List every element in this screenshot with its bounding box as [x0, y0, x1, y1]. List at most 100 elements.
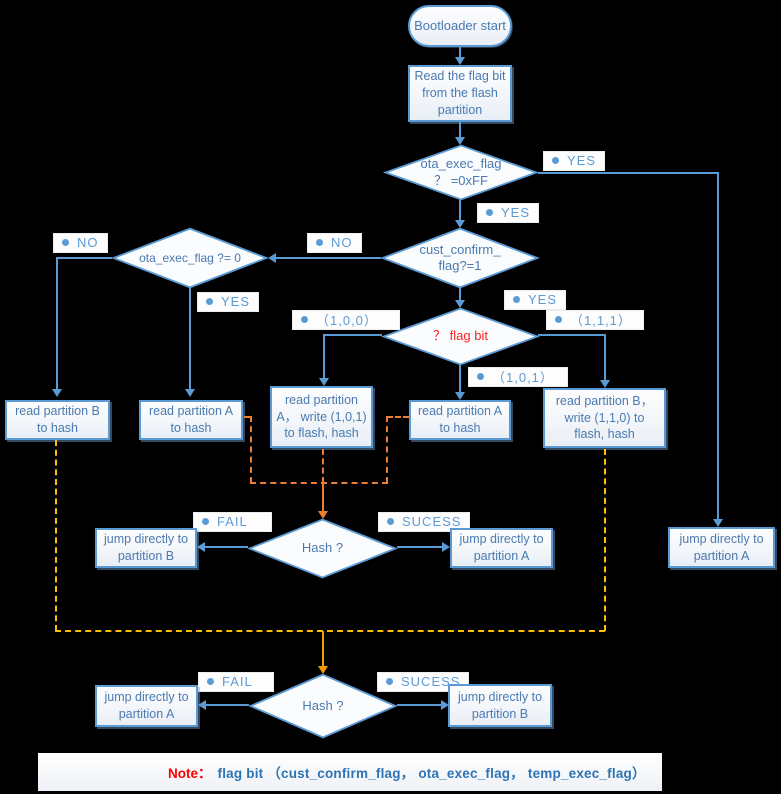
bullet-icon	[301, 316, 308, 323]
bullet-icon	[316, 239, 323, 246]
diamond-shape	[381, 228, 539, 288]
node-read-partition-a-hash-2: read partition A to hash	[409, 400, 511, 440]
arrowhead-right-icon	[442, 542, 450, 552]
branch-label-101: （1,0,1）	[468, 367, 568, 387]
node-label: read partition A， write (1,0,1) to flash…	[276, 392, 367, 441]
branch-label-yes: YES	[543, 151, 606, 171]
arrowhead-right-icon	[441, 700, 449, 710]
arrowhead-down-icon	[455, 392, 465, 400]
connector	[322, 631, 324, 667]
arrowhead-down-icon	[52, 389, 62, 397]
bullet-icon	[387, 518, 394, 525]
node-label: read partition B， write (1,1,0) to flash…	[555, 393, 654, 442]
bullet-icon	[62, 239, 69, 246]
connector	[459, 122, 461, 138]
bullet-icon	[207, 678, 214, 685]
diamond-shape	[249, 674, 397, 738]
branch-label-yes: YES	[477, 203, 540, 223]
decision-label: Hash ?	[301, 540, 344, 556]
connector	[322, 483, 324, 512]
bullet-icon	[552, 157, 559, 164]
decision-hash-1: Hash ?	[248, 519, 397, 578]
branch-label-sucess: SUCESS	[377, 672, 470, 692]
arrowhead-down-icon	[455, 137, 465, 145]
bullet-icon	[486, 209, 493, 216]
branch-label-100: （1,0,0）	[292, 310, 400, 330]
node-read-partition-b-hash: read partition B to hash	[5, 400, 110, 440]
node-label: jump directly to partition A	[679, 531, 764, 563]
node-label: jump directly to partition A	[459, 532, 544, 563]
connector	[459, 364, 461, 393]
dashed-connector	[322, 449, 324, 483]
branch-label-sucess: SUCESS	[378, 512, 471, 532]
arrowhead-down-icon	[455, 300, 465, 308]
arrowhead-left-icon	[268, 253, 276, 263]
note-prefix: Note：	[168, 766, 212, 781]
node-read-partition-a-hash: read partition A to hash	[139, 400, 243, 440]
decision-label: ？ flag bit	[433, 328, 488, 344]
decision-ota-exec-flag-0xff: ota_exec_flag ？ =0xFF	[384, 145, 538, 200]
dashed-connector	[55, 630, 605, 632]
connector	[459, 47, 461, 58]
connector	[538, 334, 606, 336]
connector	[717, 172, 719, 519]
connector	[189, 288, 191, 390]
bullet-icon	[513, 296, 520, 303]
node-read-b-write-110: read partition B， write (1,1,0) to flash…	[543, 388, 666, 448]
note-body: flag bit （cust_confirm_flag， ota_exec_fl…	[217, 766, 646, 781]
connector	[204, 546, 248, 548]
bullet-icon	[555, 316, 562, 323]
decision-hash-2: Hash ?	[249, 674, 397, 738]
connector	[397, 546, 442, 548]
branch-label-fail: FAIL	[198, 672, 274, 692]
note-bar: Note： flag bit （cust_confirm_flag， ota_e…	[38, 753, 662, 791]
connector	[324, 334, 382, 336]
arrowhead-down-icon	[319, 378, 329, 386]
arrowhead-down-icon	[185, 389, 195, 397]
node-label: jump directly to partition B	[103, 532, 189, 563]
node-label: jump directly to partition B	[457, 689, 543, 721]
diamond-shape	[248, 519, 397, 578]
decision-label: Hash ?	[302, 697, 344, 713]
node-jump-partition-b-2: jump directly to partition B	[448, 684, 552, 727]
connector	[397, 704, 441, 706]
branch-label-yes: YES	[197, 292, 260, 312]
node-read-a-write-101: read partition A， write (1,0,1) to flash…	[270, 386, 373, 448]
connector	[205, 704, 249, 706]
decision-label: cust_confirm_ flag?=1	[419, 241, 501, 273]
node-jump-partition-a-right: jump directly to partition A	[668, 527, 775, 568]
node-jump-partition-b: jump directly to partition B	[95, 528, 197, 568]
arrowhead-down-icon	[600, 380, 610, 388]
decision-ota-exec-flag-zero: ota_exec_flag ?= 0	[112, 228, 268, 288]
arrowhead-down-icon	[318, 666, 328, 674]
decision-cust-confirm-flag: cust_confirm_ flag?=1	[381, 228, 539, 288]
node-jump-partition-a: jump directly to partition A	[450, 528, 553, 568]
dashed-connector	[250, 416, 252, 483]
arrowhead-down-icon	[713, 519, 723, 527]
connector	[459, 288, 461, 302]
dashed-connector	[250, 482, 388, 484]
node-label: Bootloader start	[414, 18, 506, 34]
bullet-icon	[206, 298, 213, 305]
decision-label: ota_exec_flag ?= 0	[139, 250, 241, 265]
branch-label-fail: FAIL	[193, 512, 272, 532]
node-label: read partition A to hash	[148, 404, 234, 435]
node-bootloader-start: Bootloader start	[408, 5, 512, 47]
connector	[459, 200, 461, 221]
node-label: jump directly to partition A	[104, 690, 189, 721]
arrowhead-left-icon	[197, 542, 205, 552]
dashed-connector	[604, 449, 606, 631]
arrowhead-down-icon	[455, 57, 465, 65]
branch-label-no: NO	[307, 233, 362, 253]
branch-label-yes: YES	[504, 290, 567, 310]
dashed-connector	[55, 440, 57, 631]
node-label: read partition B to hash	[15, 404, 100, 435]
bullet-icon	[386, 678, 393, 685]
connector	[275, 257, 381, 259]
arrowhead-left-icon	[198, 700, 206, 710]
branch-label-111: （1,1,1）	[546, 310, 644, 330]
bullet-icon	[477, 373, 484, 380]
node-label: read partition A to hash	[417, 404, 503, 435]
branch-label-no: NO	[53, 233, 108, 253]
